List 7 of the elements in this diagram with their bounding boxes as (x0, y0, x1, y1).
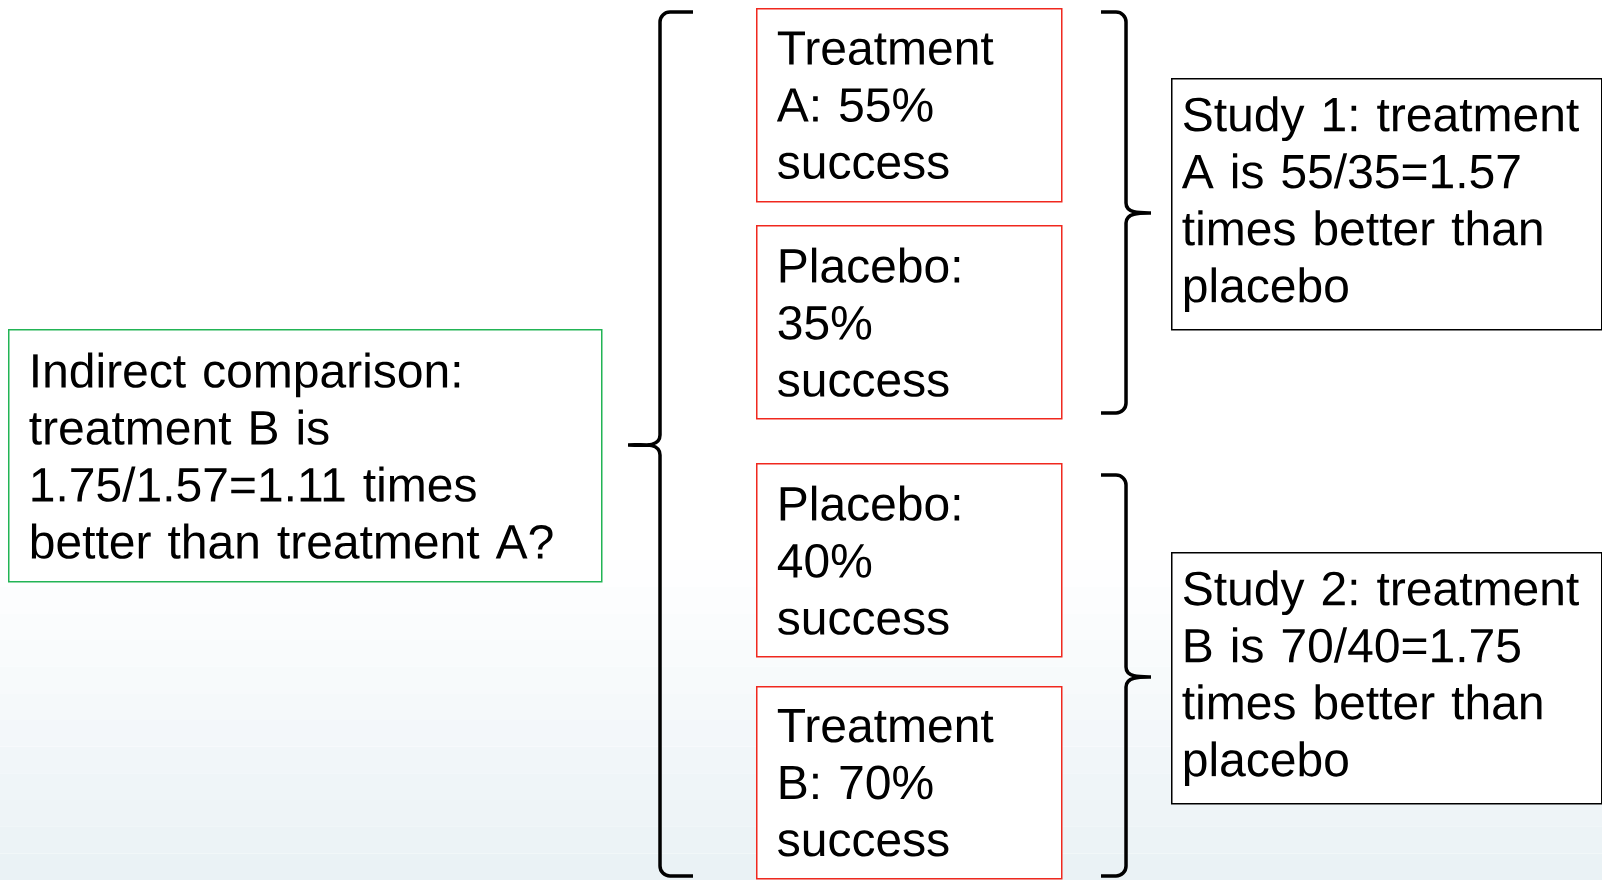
result-box: Treatment A: 55% success (756, 8, 1063, 203)
result-box: Placebo: 40% success (756, 463, 1063, 658)
study-box: Study 1: treatment A is 55/35=1.57 times better than placebo (1171, 78, 1602, 331)
question-box: Indirect comparison: treatment B is 1.75/1.57=1.11 times better than treatment A? (8, 329, 603, 583)
result-box: Placebo: 35% success (756, 225, 1063, 420)
study-box: Study 2: treatment B is 70/40=1.75 times better than placebo (1171, 552, 1602, 805)
result-box: Treatment B: 70% success (756, 686, 1063, 880)
